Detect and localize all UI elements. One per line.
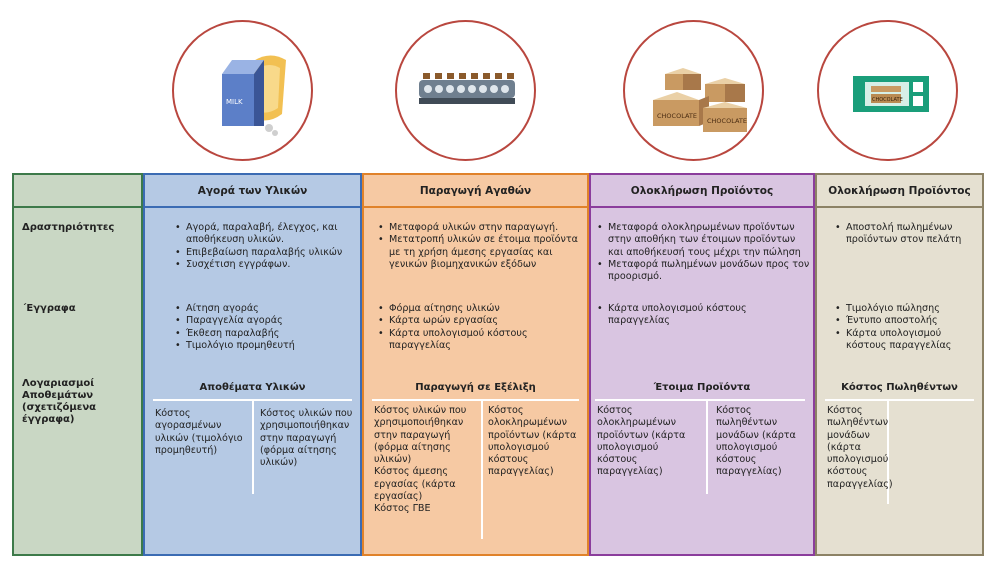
column-title: Αγορά των Υλικών [145,175,360,208]
list-item: Αγορά, παραλαβή, έλεγχος, και αποθήκευση… [175,222,355,247]
documents-list: Κάρτα υπολογισμού κόστους παραγγελίας [597,303,811,328]
column-title: Ολοκλήρωση Προϊόντος [817,175,982,208]
debit-materials: Κόστος υλικών που χρησιμοποιήθηκαν στην … [374,405,467,466]
list-item: Φόρμα αίτησης υλικών [378,303,583,316]
shipping-illustration: CHOCOLATE [817,20,958,161]
t-account-title: Έτοιμα Προϊόντα [653,382,751,393]
list-item: Κάρτα υπολογισμού κόστους παραγγελίας [378,328,583,353]
t-account-divider [706,399,708,494]
list-item: Έντυπο αποστολής [835,315,980,328]
t-account: Αποθέματα Υλικών Κόστος αγορασμένων υλικ… [145,378,360,494]
list-item: Μετατροπή υλικών σε έτοιμα προϊόντα με τ… [378,234,583,271]
t-account-divider [887,399,889,504]
t-account-divider [252,399,254,494]
box-label-left: CHOCOLATE [657,112,697,120]
activities-list: Μεταφορά ολοκληρωμένων προϊόντων στην απ… [597,222,811,283]
production-illustration [395,20,536,161]
t-account-debit: Κόστος ολοκληρωμένων προϊόντων (κάρτα υπ… [597,405,686,478]
column-product-completion: Ολοκλήρωση Προϊόντος Μεταφορά ολοκληρωμέ… [589,173,815,556]
shipping-label-icon: CHOCOLATE [853,76,929,112]
column-title: Ολοκλήρωση Προϊόντος [591,175,813,208]
t-account: Κόστος Πωληθέντων Κόστος πωληθέντων μονά… [817,378,982,504]
list-item: Συσχέτιση εγγράφων. [175,259,355,272]
t-account: Έτοιμα Προϊόντα Κόστος ολοκληρωμένων προ… [591,378,813,494]
label-activities: Δραστηριότητες [22,222,115,233]
documents-list: Τιμολόγιο πώλησης Έντυπο αποστολής Κάρτα… [835,303,980,352]
column-production: Παραγωγή Αγαθών Μεταφορά υλικών στην παρ… [362,173,589,556]
debit-overhead: Κόστος ΓΒΕ [374,503,431,515]
column-purchase-materials: Αγορά των Υλικών Αγορά, παραλαβή, έλεγχο… [143,173,362,556]
t-account-credit: Κόστος πωληθέντων μονάδων (κάρτα υπολογι… [716,405,796,478]
t-account-credit: Κόστος ολοκληρωμένων προϊόντων (κάρτα υπ… [488,405,577,478]
debit-labor: Κόστος άμεσης εργασίας (κάρτα εργασίας) [374,466,456,503]
label-accounts: Λογαριασμοί Αποθεμάτων (σχετιζόμενα έγγρ… [22,378,97,425]
t-account-bar [825,399,974,401]
activities-list: Αποστολή πωλημένων προϊόντων στον πελάτη [835,222,980,247]
t-account-title: Κόστος Πωληθέντων [841,382,958,393]
t-account-bar [595,399,805,401]
label-documents: ΄Εγγραφα [22,303,76,314]
t-account-debit: Κόστος πωληθέντων μονάδων (κάρτα υπολογι… [827,405,893,490]
t-account-title: Αποθέματα Υλικών [199,382,306,393]
list-item: Κάρτα υπολογισμού κόστους παραγγελίας [835,328,980,353]
list-item: Αίτηση αγοράς [175,303,355,316]
list-item: Μεταφορά υλικών στην παραγωγή. [378,222,583,235]
activities-list: Μεταφορά υλικών στην παραγωγή. Μετατροπή… [378,222,583,271]
conveyor-belt-icon [419,73,515,104]
t-account: Παραγωγή σε Εξέλιξη Κόστος υλικών που χρ… [364,378,587,539]
list-item: Μεταφορά πωλημένων μονάδων προς τον προο… [597,259,811,284]
list-item: Παραγγελία αγοράς [175,315,355,328]
column-shipping: Ολοκλήρωση Προϊόντος Αποστολή πωλημένων … [815,173,984,556]
milk-carton-label: MILK [226,98,243,106]
column-title: Παραγωγή Αγαθών [364,175,587,208]
list-item: Μεταφορά ολοκληρωμένων προϊόντων στην απ… [597,222,811,259]
t-account-title: Παραγωγή σε Εξέλιξη [415,382,536,393]
t-account-debit: Κόστος υλικών που χρησιμοποιήθηκαν στην … [374,405,478,516]
list-item: Αποστολή πωλημένων προϊόντων στον πελάτη [835,222,980,247]
t-account-credit: Κόστος υλικών που χρησιμοποιήθηκαν στην … [260,408,353,469]
milk-and-cheese-icon: MILK [222,55,286,136]
activities-list: Αγορά, παραλαβή, έλεγχος, και αποθήκευση… [175,222,355,271]
t-account-debit: Κόστος αγορασμένων υλικών (τιμολόγιο προ… [155,408,243,456]
list-item: Επιβεβαίωση παραλαβής υλικών [175,247,355,260]
purchase-illustration: MILK [172,20,313,161]
documents-list: Αίτηση αγοράς Παραγγελία αγοράς Έκθεση π… [175,303,355,352]
chocolate-boxes-icon: CHOCOLATE CHOCOLATE [653,68,747,132]
list-item: Έκθεση παραλαβής [175,328,355,341]
list-item: Τιμολόγιο πώλησης [835,303,980,316]
t-account-divider [481,399,483,539]
labels-header [14,175,141,208]
row-labels-column: Δραστηριότητες ΄Εγγραφα Λογαριασμοί Αποθ… [12,173,143,556]
list-item: Τιμολόγιο προμηθευτή [175,340,355,353]
documents-list: Φόρμα αίτησης υλικών Κάρτα ωρών εργασίας… [378,303,583,352]
box-label-right: CHOCOLATE [707,117,747,125]
list-item: Κάρτα υπολογισμού κόστους παραγγελίας [597,303,811,328]
shipping-box-label: CHOCOLATE [872,97,903,103]
list-item: Κάρτα ωρών εργασίας [378,315,583,328]
t-account-bar [372,399,579,401]
completion-illustration: CHOCOLATE CHOCOLATE [623,20,764,161]
